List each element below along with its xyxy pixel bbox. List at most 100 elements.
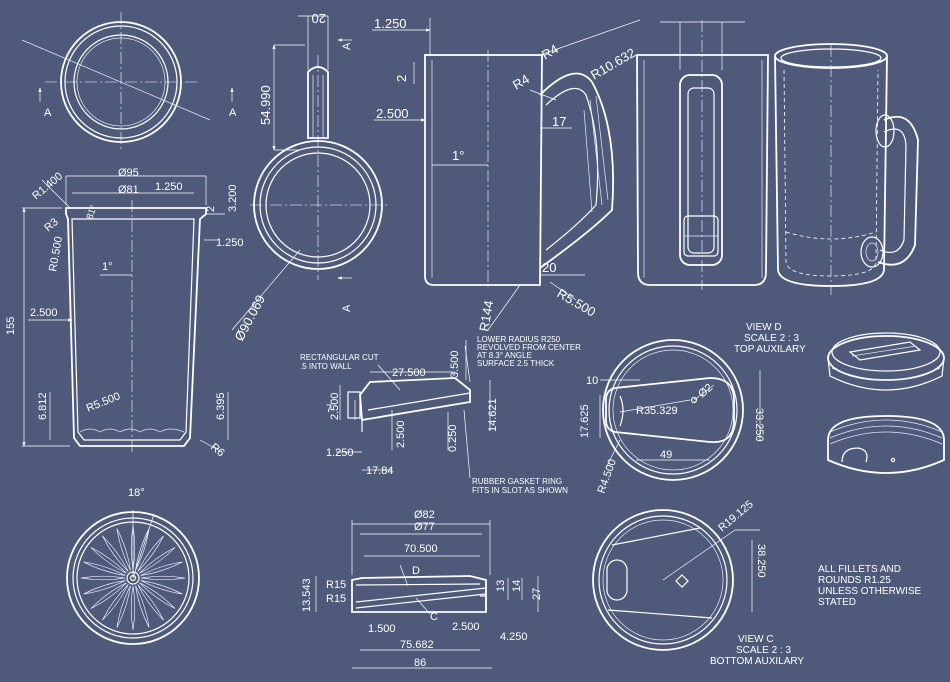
dim-radius-r3: R3	[42, 216, 60, 234]
bottom-rib	[139, 582, 176, 609]
dim-lip-step: 2	[205, 206, 217, 212]
dim-bottom-right: 6.395	[215, 392, 227, 420]
dim-14-621: 14.621	[487, 398, 499, 432]
dim-lip-height: 3.200	[227, 184, 239, 212]
dim-draft: 1°	[102, 261, 113, 273]
label-c: C	[430, 611, 438, 623]
dim-14: 14	[511, 580, 523, 592]
dim-r-large: R144	[476, 299, 496, 332]
bottom-rib	[137, 584, 164, 621]
dim-bottom-gap: 20	[542, 260, 556, 275]
dim-3-5: 3.500	[449, 350, 461, 378]
dim-grip: 17	[552, 114, 566, 129]
dim-r35: R35.329	[636, 405, 678, 417]
view-c-title-3: BOTTOM AUXILARY	[710, 656, 804, 667]
note-lower-radius-3: AT 8.3° ANGLE	[477, 351, 532, 360]
bottom-rib	[83, 580, 126, 595]
section-mark-top: A	[341, 42, 353, 50]
mug-front-view	[636, 20, 769, 290]
bottom-rib	[139, 547, 176, 574]
dim-wall: 2.500	[30, 307, 58, 319]
dim-17-625: 17.625	[579, 404, 591, 438]
dim-top-offset: 1.250	[374, 16, 407, 31]
view-c: VIEW C SCALE 2 : 3 BOTTOM AUXILARY R19.1…	[592, 498, 804, 667]
note-gasket-2: FITS IN SLOT AS SHOWN	[472, 486, 568, 495]
dim-radius-bottom: R5.500	[85, 390, 122, 414]
mug-side-view	[774, 43, 919, 295]
dim-lip-offset: 1.250	[155, 181, 183, 193]
bottom-rib	[135, 585, 150, 628]
note-gasket-1: RUBBER GASKET RING	[472, 477, 562, 486]
dim-r4-a: R4	[510, 71, 532, 92]
note-lower-radius-1: LOWER RADIUS R250	[477, 335, 561, 344]
handle-top-view: 20 54.990 Ø90.069 A A	[231, 11, 390, 343]
dim-height: 155	[5, 317, 17, 335]
lid-detail-view: LOWER RADIUS R250 REVOLVED FROM CENTER A…	[300, 335, 581, 495]
dim-wall: 2.500	[376, 106, 409, 121]
dim-2-5a: 2.500	[329, 392, 341, 420]
dim-dia-inner: Ø81	[118, 184, 139, 196]
dim-dia-77: Ø77	[414, 521, 435, 533]
dim-r19: R19.125	[716, 498, 756, 534]
view-c-title-1: VIEW C	[738, 634, 774, 645]
handle-side-view: 1.250 2 R4 R4 R10.632 2.500 17 1° 20 R5.…	[372, 16, 641, 333]
dim-13-543: 13.543	[301, 578, 313, 612]
dim-top-gap: 2	[394, 75, 409, 82]
dim-bottom-left: 6.812	[37, 392, 49, 420]
note-rect-cut-2: .5 INTO WALL	[300, 362, 352, 371]
dim-1-25: 1.250	[326, 447, 354, 459]
lid-isometric-bottom	[827, 415, 945, 474]
dim-27-5: 27.500	[392, 367, 426, 379]
dim-radius-corner: R6	[208, 441, 226, 459]
dim-wall-step: 1.250	[216, 237, 244, 249]
dim-70-5: 70.500	[404, 543, 438, 555]
view-d-title-2: SCALE 2 : 3	[744, 333, 799, 344]
bottom-rib	[80, 575, 126, 581]
dim-dia-82: Ø82	[414, 509, 435, 521]
dim-27: 27	[531, 588, 543, 600]
view-d-title-3: TOP AUXILARY	[734, 344, 806, 355]
lid-section-view: Ø82 Ø77 70.500 R15 R15 13.543 13 14 27 1…	[301, 509, 543, 669]
cup-section-view: Ø95 Ø81 1.250 3.200 2 R1.400 R3 81° R0.5…	[5, 167, 244, 459]
bottom-rib	[116, 585, 131, 628]
section-mark-bottom: A	[341, 304, 353, 312]
bottom-rib	[90, 582, 127, 609]
dim-handle-width: 20	[312, 11, 326, 26]
bottom-rib	[140, 575, 186, 581]
dim-angle-18: 18°	[128, 487, 145, 499]
general-note-line-3: UNLESS OTHERWISE	[818, 586, 921, 597]
general-note-line-2: ROUNDS R1.25	[818, 575, 891, 586]
dim-angle-81: 81°	[84, 204, 99, 221]
bottom-rib	[90, 547, 127, 574]
dim-r4-5: R4.500	[596, 458, 619, 495]
section-mark-left: A	[44, 107, 52, 119]
label-d: D	[412, 565, 420, 577]
dim-10: 10	[586, 375, 598, 387]
bottom-rib	[137, 535, 164, 572]
general-note-line-1: ALL FILLETS AND	[818, 564, 901, 575]
cup-top-view: A A	[21, 12, 237, 150]
dim-2-5: 2.500	[452, 621, 480, 633]
dim-0-25: 0.250	[447, 424, 459, 452]
general-note: ALL FILLETS AND ROUNDS R1.25 UNLESS OTHE…	[818, 564, 921, 608]
dim-1-5: 1.500	[368, 623, 396, 635]
bottom-rib	[102, 584, 129, 621]
general-note-line-4: STATED	[818, 597, 856, 608]
dim-phi2: Ø2	[696, 382, 715, 401]
dim-dia-outer: Ø95	[118, 167, 139, 179]
dim-r-outer: R10.632	[588, 45, 638, 83]
view-d-title-1: VIEW D	[746, 322, 782, 333]
dim-38-25: 38.250	[755, 544, 767, 578]
dim-r15-b: R15	[326, 593, 346, 605]
dim-handle-length: 54.990	[258, 85, 273, 125]
bottom-rib	[116, 528, 131, 571]
dim-radius-inner: R0.500	[47, 235, 65, 272]
view-d: VIEW D SCALE 2 : 3 TOP AUXILARY 10 33.25…	[579, 322, 806, 495]
dim-r15-a: R15	[326, 579, 346, 591]
section-mark-right: A	[229, 107, 237, 119]
dim-handle-dia: Ø90.069	[231, 292, 268, 343]
dim-7: 7	[326, 403, 332, 415]
note-lower-radius-2: REVOLVED FROM CENTER	[477, 343, 581, 352]
note-lower-radius-4: SURFACE 2.5 THICK	[477, 359, 555, 368]
